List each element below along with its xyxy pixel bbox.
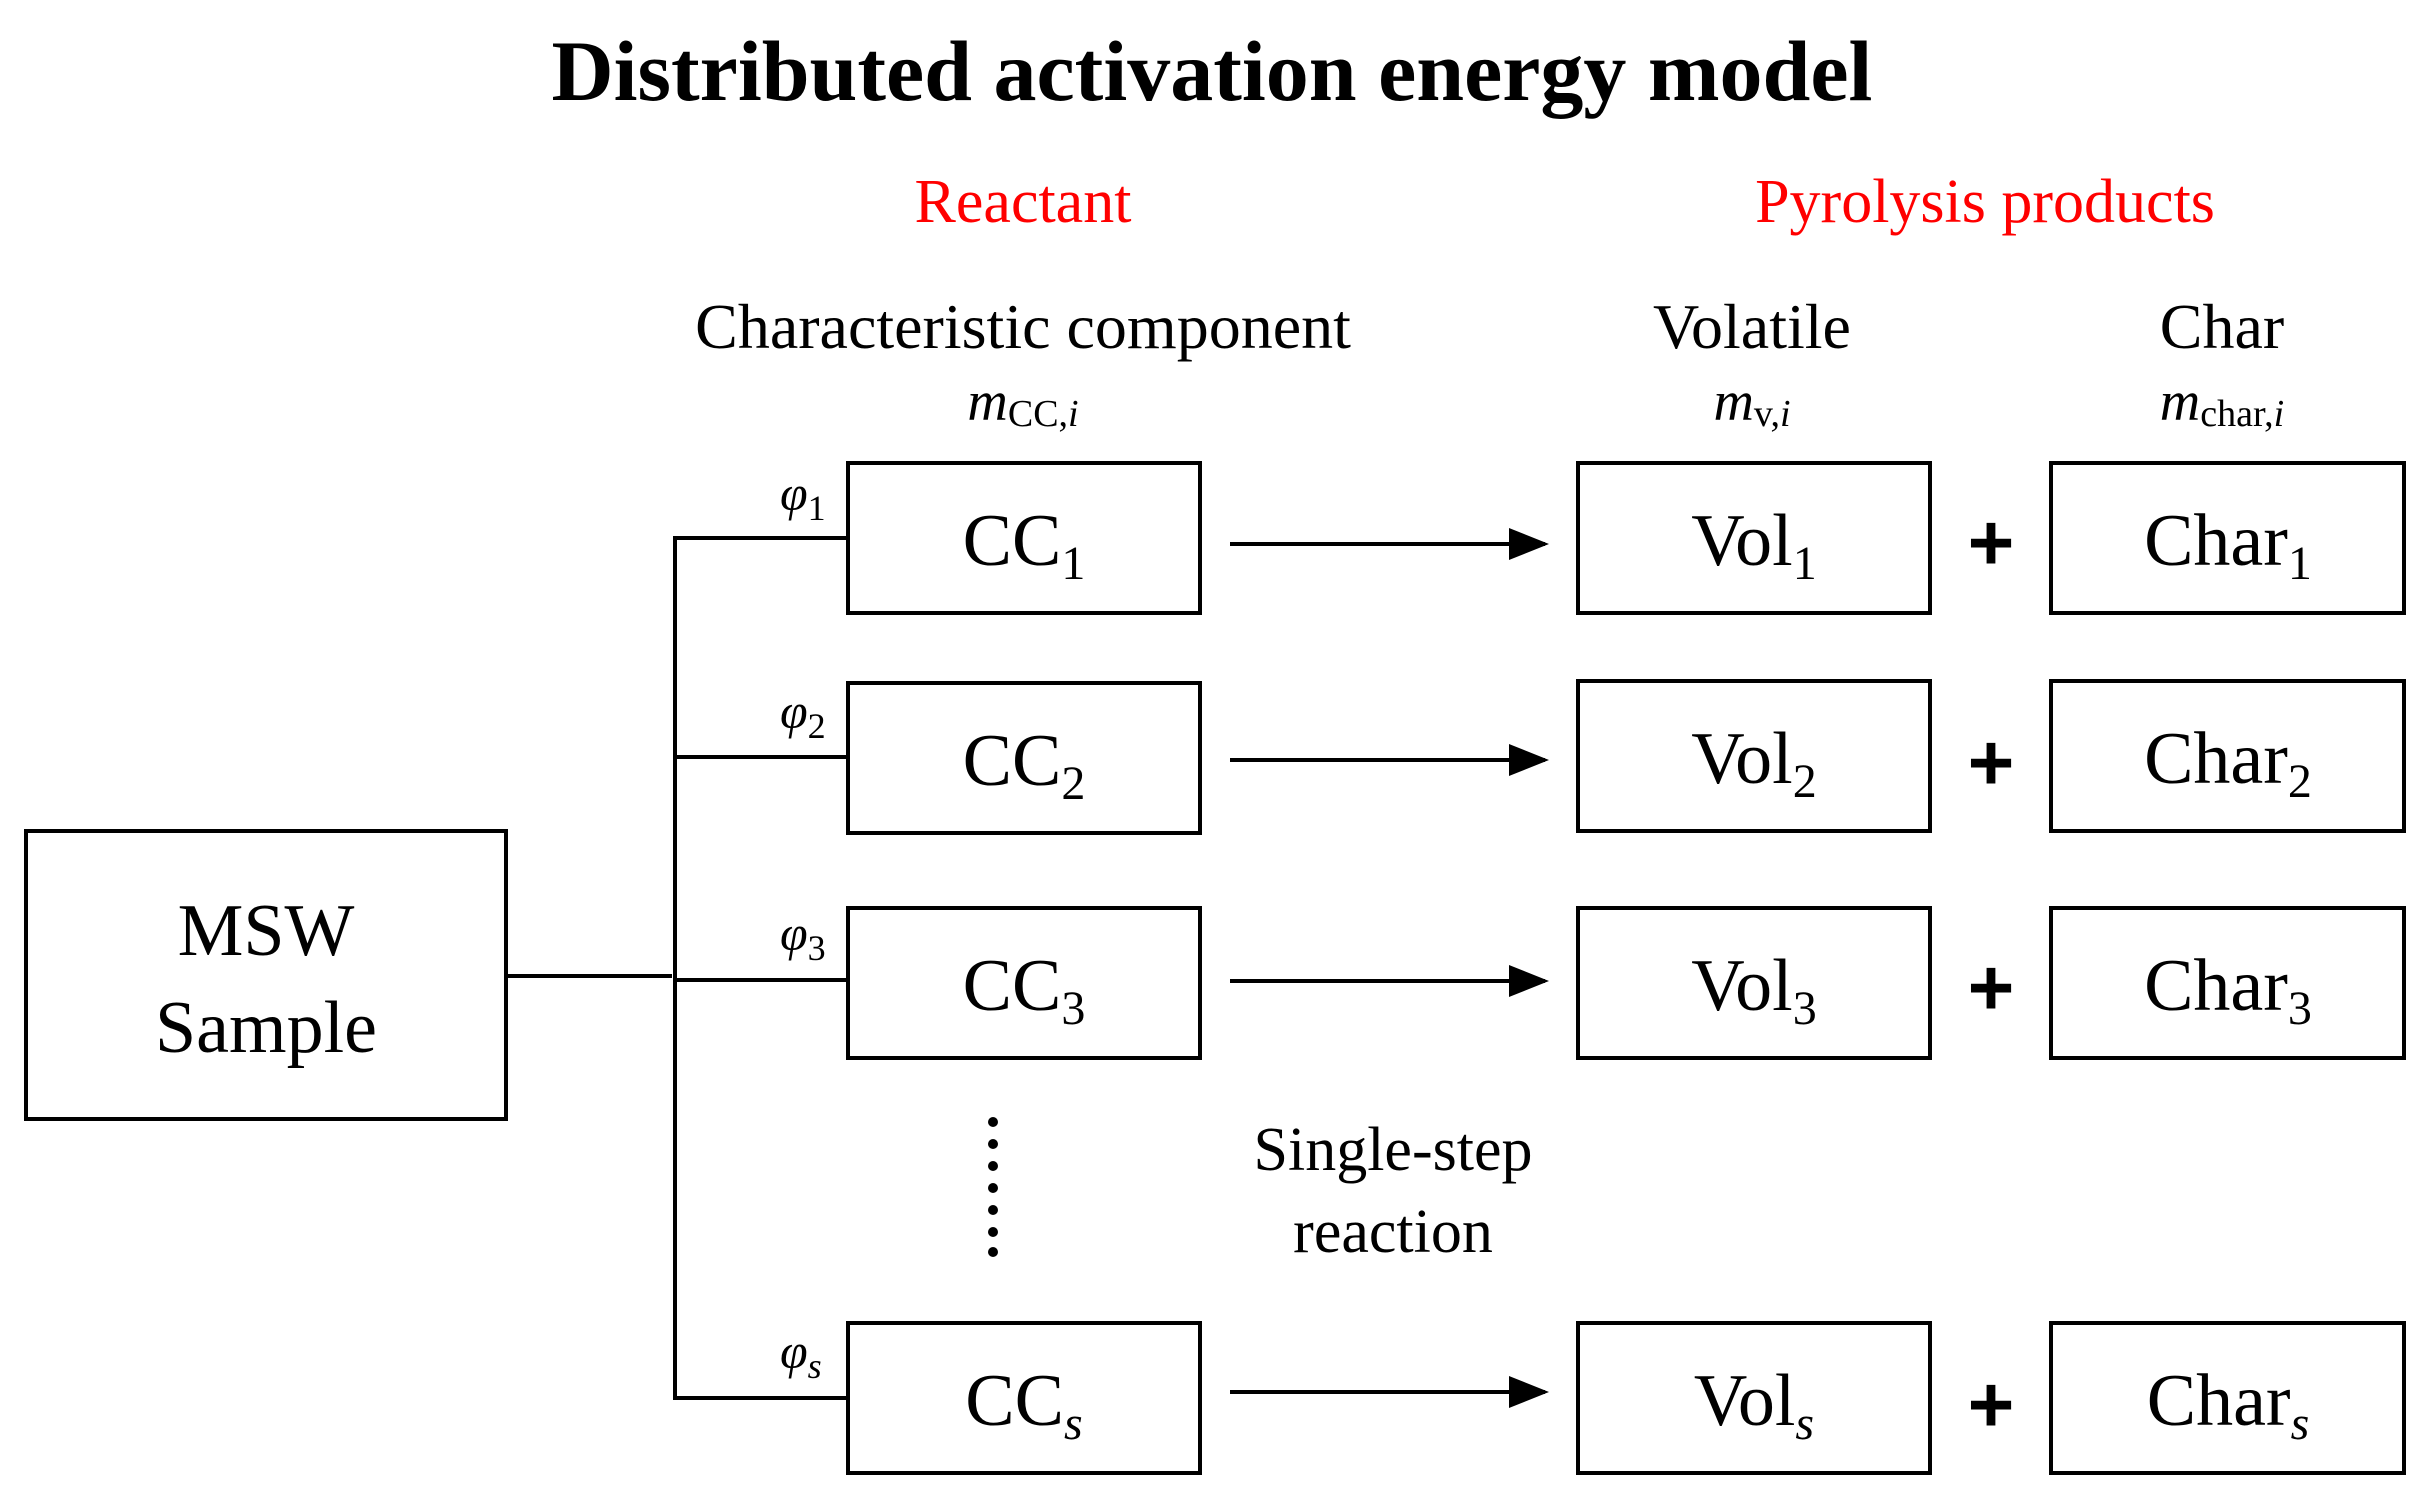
char-mass-symbol: mchar,i (2160, 371, 2284, 435)
cc-box-3 (846, 906, 1202, 1060)
cc-box-s (846, 1321, 1202, 1475)
weight-phi-s: φs (780, 1323, 822, 1386)
note-line2: reaction (1293, 1198, 1493, 1266)
char-label-2: Char2 (2144, 718, 2312, 808)
vol-label-3: Vol3 (1691, 945, 1816, 1035)
vertical-ellipsis-icon (988, 1117, 998, 1257)
vol-box-2 (1576, 679, 1932, 833)
cc-label-s: CCs (965, 1360, 1082, 1450)
cc-box-1 (846, 461, 1202, 615)
char-label-s: Chars (2147, 1360, 2310, 1450)
char-label-1: Char1 (2144, 500, 2312, 590)
plus-sign-3: + (1968, 943, 2015, 1032)
char-box-1 (2049, 461, 2406, 615)
volatile-column-label: Volatile (1653, 291, 1851, 362)
cc-mass-symbol: mCC,i (967, 371, 1078, 435)
products-header: Pyrolysis products (1755, 168, 2215, 236)
plus-sign-1: + (1968, 498, 2015, 587)
vol-box-s (1576, 1321, 1932, 1475)
vol-box-1 (1576, 461, 1932, 615)
cc-box-2 (846, 681, 1202, 835)
char-label-3: Char3 (2144, 945, 2312, 1035)
char-box-s (2049, 1321, 2406, 1475)
char-column-label: Char (2160, 291, 2284, 362)
char-box-2 (2049, 679, 2406, 833)
vol-box-3 (1576, 906, 1932, 1060)
reactant-header: Reactant (915, 168, 1132, 236)
vol-label-s: Vols (1694, 1360, 1814, 1450)
vol-label-1: Vol1 (1691, 500, 1816, 590)
msw-sample-box (24, 829, 508, 1121)
plus-sign-2: + (1968, 718, 2015, 807)
cc-label-1: CC1 (963, 500, 1086, 590)
weight-phi-2: φ2 (780, 683, 826, 746)
plus-sign-s: + (1968, 1360, 2015, 1449)
msw-sample-line1: MSW (178, 890, 355, 972)
diagram-title: Distributed activation energy model (552, 23, 1873, 119)
vol-label-2: Vol2 (1691, 718, 1816, 808)
note-line1: Single-step (1254, 1116, 1533, 1184)
volatile-mass-symbol: mv,i (1713, 371, 1790, 435)
cc-label-3: CC3 (963, 945, 1086, 1035)
char-box-3 (2049, 906, 2406, 1060)
msw-sample-line2: Sample (155, 987, 377, 1069)
weight-phi-1: φ1 (780, 465, 826, 528)
weight-phi-3: φ3 (780, 905, 826, 968)
cc-column-label: Characteristic component (695, 291, 1351, 362)
cc-label-2: CC2 (963, 720, 1086, 810)
